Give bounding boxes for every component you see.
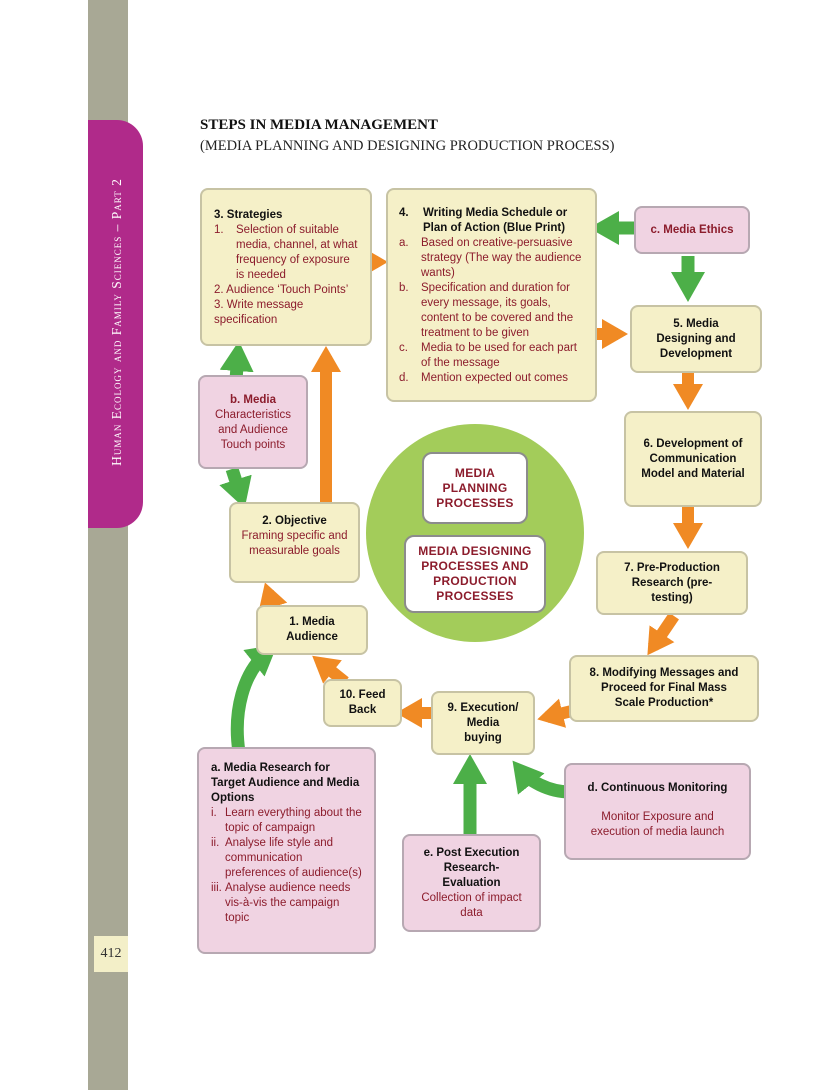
step-8-title: 8. Modifying Messages and Proceed for Fi… <box>589 667 739 709</box>
step-4-item: d.Mention expected out comes <box>399 372 569 384</box>
media-planning-box: MEDIA PLANNING PROCESSES <box>422 452 528 524</box>
step-7-box: 7. Pre-Production Research (pre-testing) <box>596 551 748 615</box>
step-4-item: b.Specification and duration for every m… <box>399 282 574 339</box>
input-a-item: i.Learn everything about the topic of ca… <box>211 807 362 834</box>
media-designing-box: MEDIA DESIGNING PROCESSES AND PRODUCTION… <box>404 535 546 613</box>
input-e-body: Collection of impact data <box>421 892 522 919</box>
page-number: 412 <box>94 936 128 972</box>
step-4-schedule-box: 4.Writing Media Schedule or Plan of Acti… <box>386 188 597 402</box>
step-9-box: 9. Execution/ Media buying <box>431 691 535 755</box>
input-a-item: iii.Analyse audience needs vis-à-vis the… <box>211 882 351 924</box>
step-5-box: 5. Media Designing and Development <box>630 305 762 373</box>
step-2-objective-box: 2. Objective Framing specific and measur… <box>229 502 360 583</box>
input-e-post-execution-box: e. Post Execution Research-Evaluation Co… <box>402 834 541 932</box>
step-10-box: 10. Feed Back <box>323 679 402 727</box>
step-9-title: 9. Execution/ Media buying <box>447 701 519 744</box>
input-b-media-box: b. Media Characteristics and Audience To… <box>198 375 308 469</box>
arrow-b-to-2 <box>219 467 252 509</box>
step-10-title: 10. Feed Back <box>339 689 386 716</box>
arrow-7-to-8 <box>647 612 679 656</box>
input-a-title: a. Media Research for Target Audience an… <box>211 762 360 804</box>
step-2-body: Framing specific and measurable goals <box>241 530 348 557</box>
input-c-title: c. Media Ethics <box>650 223 734 236</box>
step-2-title: 2. Objective <box>262 515 327 527</box>
input-d-body: Monitor Exposure and execution of media … <box>590 811 725 838</box>
step-6-box: 6. Development of Communication Model an… <box>624 411 762 507</box>
input-d-title: d. Continuous Monitoring <box>587 782 728 794</box>
arrow-d-to-9 <box>512 760 571 799</box>
page-subtitle: (MEDIA PLANNING AND DESIGNING PRODUCTION… <box>200 138 615 154</box>
arrow-a-to-1 <box>230 644 278 753</box>
page-title: STEPS IN MEDIA MANAGEMENT <box>200 117 438 133</box>
input-b-body: Characteristics and Audience Touch point… <box>214 409 292 451</box>
step-3-title: 3. Strategies <box>214 209 283 221</box>
input-e-title: e. Post Execution Research-Evaluation <box>423 847 520 889</box>
input-b-title: b. Media <box>229 394 276 406</box>
step-6-title: 6. Development of Communication Model an… <box>641 437 745 480</box>
step-7-title: 7. Pre-Production Research (pre-testing) <box>624 561 720 604</box>
step-3-item: 3. Write message specification <box>214 299 304 326</box>
arrow-10-to-1 <box>312 655 349 687</box>
input-a-item: ii.Analyse life style and communication … <box>211 837 362 879</box>
step-4-title: 4.Writing Media Schedule or Plan of Acti… <box>399 207 568 234</box>
step-3-strategies-box: 3. Strategies 1.Selection of suitable me… <box>200 188 372 346</box>
step-4-item: c.Media to be used for each part of the … <box>399 342 577 369</box>
step-1-title: 1. Media Audience <box>286 616 338 643</box>
sidebar-tab <box>88 120 143 528</box>
step-1-box: 1. Media Audience <box>256 605 368 655</box>
step-5-title: 5. Media Designing and Development <box>656 317 736 360</box>
step-4-item: a.Based on creative-persuasive strategy … <box>399 237 582 279</box>
input-a-media-research-box: a. Media Research for Target Audience an… <box>197 747 376 954</box>
step-8-box: 8. Modifying Messages and Proceed for Fi… <box>569 655 759 722</box>
input-d-monitoring-box: d. Continuous Monitoring Monitor Exposur… <box>564 763 751 860</box>
step-3-item: 2. Audience ‘Touch Points’ <box>214 284 349 296</box>
input-c-media-ethics: c. Media Ethics <box>634 206 750 254</box>
step-3-item: 1.Selection of suitable media, channel, … <box>214 224 358 281</box>
